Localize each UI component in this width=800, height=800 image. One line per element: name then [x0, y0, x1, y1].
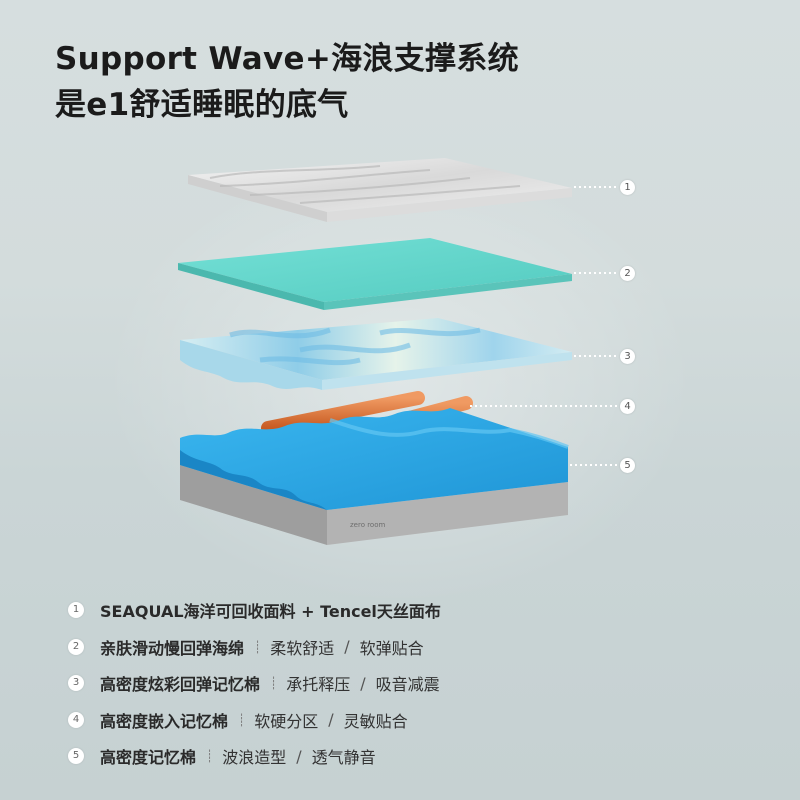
feature-title: 高密度记忆棉: [100, 748, 197, 768]
slash-separator: /: [328, 710, 334, 730]
separator: ┊: [254, 639, 261, 654]
feature-number: 1: [68, 602, 84, 619]
slash-separator: /: [344, 637, 350, 657]
slash-separator: /: [360, 673, 366, 693]
callout-1: 1: [620, 180, 635, 195]
feature-number: 5: [68, 748, 84, 765]
separator: ┊: [270, 676, 277, 691]
feature-detail: 柔软舒适: [270, 638, 335, 658]
callout-2: 2: [620, 266, 635, 281]
feature-title: 高密度炫彩回弹记忆棉: [100, 675, 261, 695]
feature-detail: 软弹贴合: [359, 638, 424, 658]
headline: Support Wave+海浪支撑系统 是e1舒适睡眠的底气: [55, 36, 519, 128]
headline-line-1: Support Wave+海浪支撑系统: [55, 41, 519, 77]
callout-3: 3: [620, 349, 635, 364]
layer-3-memory-foam: [180, 318, 572, 390]
feature-detail: 吸音减震: [375, 675, 440, 695]
feature-item: 3 高密度炫彩回弹记忆棉 ┊ 承托释压 / 吸音减震: [68, 665, 441, 702]
feature-number: 3: [68, 675, 84, 692]
brand-label: zero room: [350, 521, 386, 529]
feature-title: 高密度嵌入记忆棉: [100, 711, 229, 731]
separator: ┊: [206, 749, 213, 764]
feature-item: 2 亲肤滑动慢回弹海绵 ┊ 柔软舒适 / 软弹贴合: [68, 629, 441, 666]
separator: ┊: [238, 712, 245, 727]
slash-separator: /: [296, 746, 302, 766]
layer-2-foam: [178, 238, 572, 310]
layer-5-wave-base: zero room: [180, 408, 569, 545]
feature-detail: 软硬分区: [254, 711, 319, 731]
feature-title: SEAQUAL海洋可回收面料 + Tencel天丝面布: [100, 602, 441, 622]
feature-detail: 灵敏贴合: [343, 711, 408, 731]
feature-detail: 承托释压: [286, 675, 351, 695]
feature-number: 4: [68, 711, 84, 728]
callout-lines: [470, 186, 618, 466]
feature-item: 4 高密度嵌入记忆棉 ┊ 软硬分区 / 灵敏贴合: [68, 702, 441, 739]
feature-item: 1 SEAQUAL海洋可回收面料 + Tencel天丝面布: [68, 592, 441, 629]
feature-item: 5 高密度记忆棉 ┊ 波浪造型 / 透气静音: [68, 738, 441, 775]
callout-5: 5: [620, 458, 635, 473]
layer-1-fabric: [188, 158, 572, 222]
feature-list: 1 SEAQUAL海洋可回收面料 + Tencel天丝面布 2 亲肤滑动慢回弹海…: [68, 592, 441, 775]
feature-title: 亲肤滑动慢回弹海绵: [100, 638, 245, 658]
callout-4: 4: [620, 399, 635, 414]
headline-line-2: 是e1舒适睡眠的底气: [55, 87, 349, 123]
feature-number: 2: [68, 638, 84, 655]
feature-detail: 波浪造型: [222, 748, 287, 768]
mattress-layers-diagram: zero room: [178, 158, 618, 545]
feature-detail: 透气静音: [311, 748, 376, 768]
